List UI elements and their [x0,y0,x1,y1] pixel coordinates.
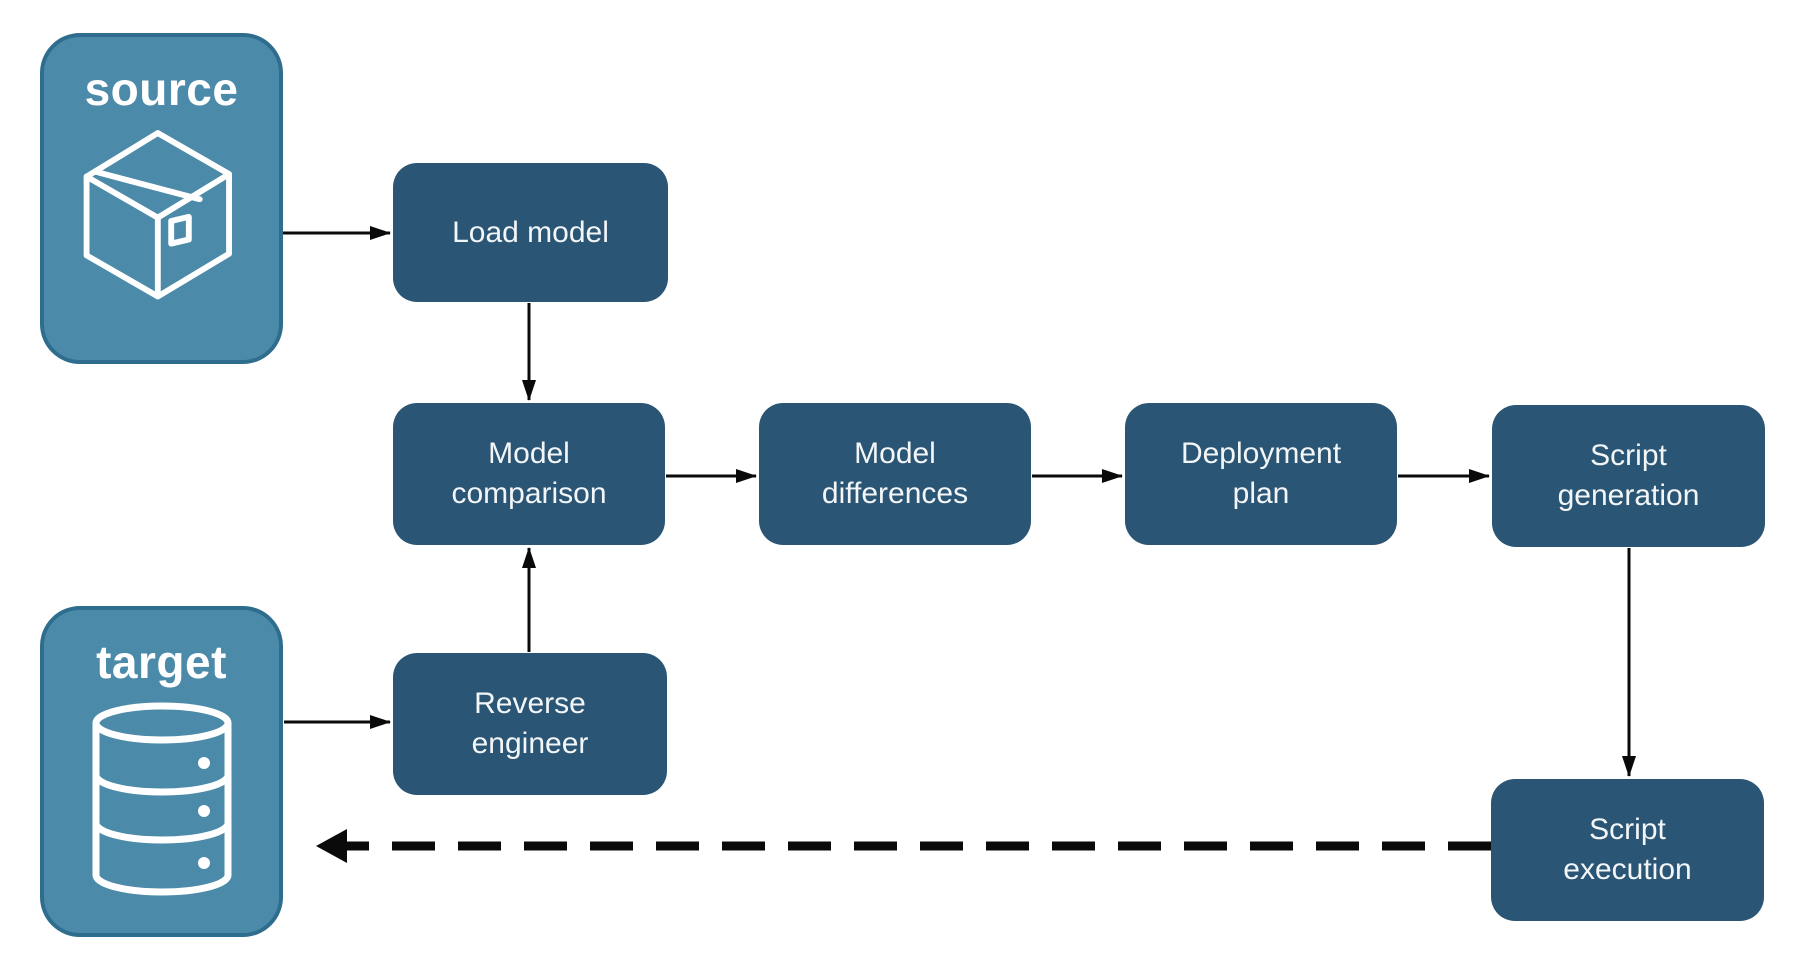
database-icon [92,702,231,896]
package-icon [83,129,232,300]
source-label: source [84,63,239,115]
target-label: target [96,636,227,688]
endpoint-target: target [40,606,283,937]
node-label: Model differences [821,437,969,510]
node-model-differences: Model differences [759,403,1031,545]
node-script-execution: Script execution [1491,779,1764,921]
node-label: Model comparison [451,437,607,510]
node-deployment-plan: Deployment plan [1125,403,1397,545]
node-label: Script generation [1557,439,1700,512]
node-script-generation: Script generation [1492,405,1765,547]
node-reverse-engineer: Reverse engineer [393,653,667,795]
node-model-comparison: Model comparison [393,403,665,545]
node-label: Reverse engineer [471,687,589,760]
node-load-model: Load model [393,163,668,302]
endpoint-source: source [40,33,283,364]
node-label: Deployment plan [1180,437,1342,510]
node-label: Load model [452,215,609,249]
node-label: Script execution [1563,813,1692,886]
